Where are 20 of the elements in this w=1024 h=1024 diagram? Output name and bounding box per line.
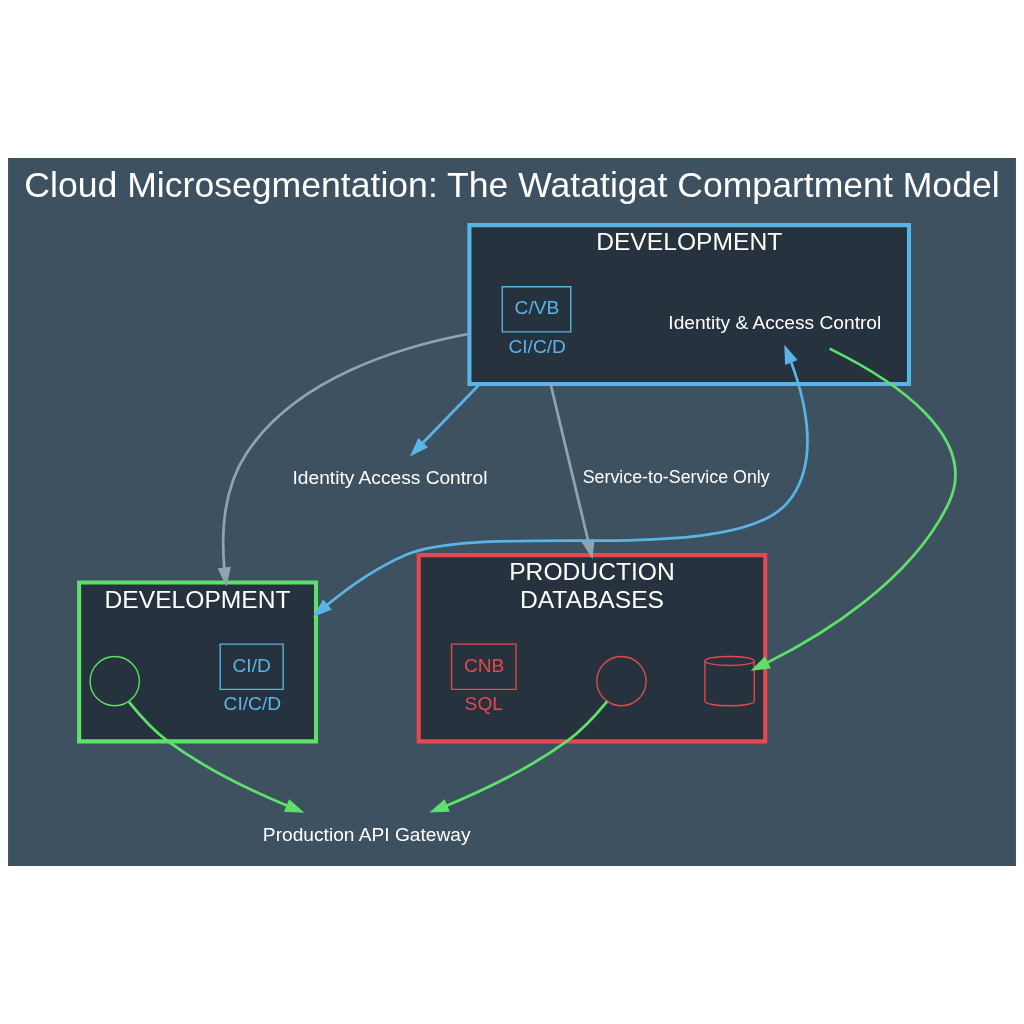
node-text: Production API Gateway xyxy=(262,823,471,845)
arrow xyxy=(429,700,609,813)
arrow xyxy=(549,383,595,560)
node-text: Identity & Access Control xyxy=(668,311,882,333)
node-label: SQL xyxy=(464,693,503,715)
node-circle xyxy=(596,655,647,707)
edge-label: Service-to-Service Only xyxy=(582,467,770,488)
arrow xyxy=(217,332,470,587)
node-label: CI/C/D xyxy=(223,693,282,715)
arrow xyxy=(312,344,809,617)
node-label: CI/C/D xyxy=(508,335,566,357)
node-box: CNB xyxy=(450,643,517,691)
arrow xyxy=(750,347,957,671)
arrow xyxy=(127,700,305,813)
diagram-title: Cloud Microsegmentation: The Watatigat Compartment Model xyxy=(24,165,1000,206)
node-box: C/VB xyxy=(501,286,572,333)
node-text: Identity Access Control xyxy=(292,466,488,488)
arrow xyxy=(409,383,481,457)
node-box: CI/D xyxy=(219,643,284,691)
node-circle xyxy=(89,655,141,707)
